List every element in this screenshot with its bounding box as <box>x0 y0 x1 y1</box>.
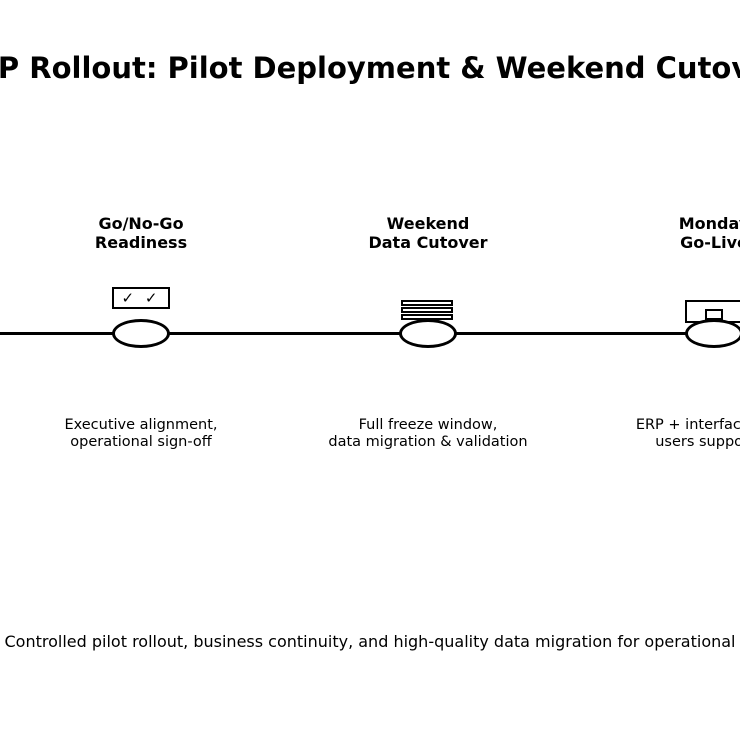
milestone-title-go-live: Monday Go-Live <box>564 214 740 252</box>
milestone-desc-go-live: ERP + interfaces live, users supported <box>564 417 740 451</box>
timeline-axis <box>0 332 740 335</box>
milestone-desc-data-cutover: Full freeze window, data migration & val… <box>278 417 578 451</box>
milestone-node-data-cutover <box>399 319 457 348</box>
milestone-desc-line: ERP + interfaces live, <box>635 417 740 433</box>
milestone-title-go-no-go: Go/No-Go Readiness <box>0 214 291 252</box>
milestone-desc-line: Full freeze window, <box>358 417 498 433</box>
milestone-desc-line: Executive alignment, <box>64 417 218 433</box>
diagram-title: ERP Rollout: Pilot Deployment & Weekend … <box>0 51 740 85</box>
milestone-title-line: Monday <box>678 214 740 233</box>
milestone-desc-line: data migration & validation <box>328 434 528 450</box>
checklist-icon: ✓ ✓ <box>112 287 170 309</box>
milestone-desc-line: operational sign-off <box>70 434 212 450</box>
milestone-title-line: Readiness <box>94 233 188 252</box>
milestone-title-line: Go/No-Go <box>98 214 184 233</box>
footer-caption: Controlled pilot rollout, business conti… <box>4 632 736 651</box>
milestone-node-go-no-go <box>112 319 170 348</box>
milestone-desc-line: users supported <box>655 434 740 450</box>
milestone-title-data-cutover: Weekend Data Cutover <box>278 214 578 252</box>
milestone-title-line: Weekend <box>386 214 470 233</box>
milestone-node-go-live <box>685 319 740 348</box>
milestone-desc-go-no-go: Executive alignment, operational sign-of… <box>0 417 291 451</box>
milestone-title-line: Data Cutover <box>368 233 488 252</box>
milestone-title-line: Go-Live <box>680 233 740 252</box>
